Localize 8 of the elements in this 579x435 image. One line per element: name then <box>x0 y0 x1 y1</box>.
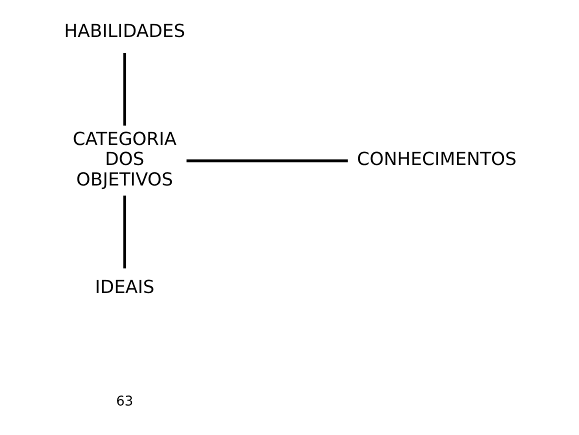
connector <box>186 159 348 162</box>
node-text: IDEAIS <box>94 277 154 298</box>
label: 63 <box>116 394 133 410</box>
connector <box>122 196 126 268</box>
node-text: HABILIDADES <box>64 21 185 42</box>
node-text: CONHECIMENTOS <box>356 149 516 170</box>
node-text: CATEGORIA DOS OBJETIVOS <box>72 128 176 190</box>
connector <box>122 53 126 126</box>
